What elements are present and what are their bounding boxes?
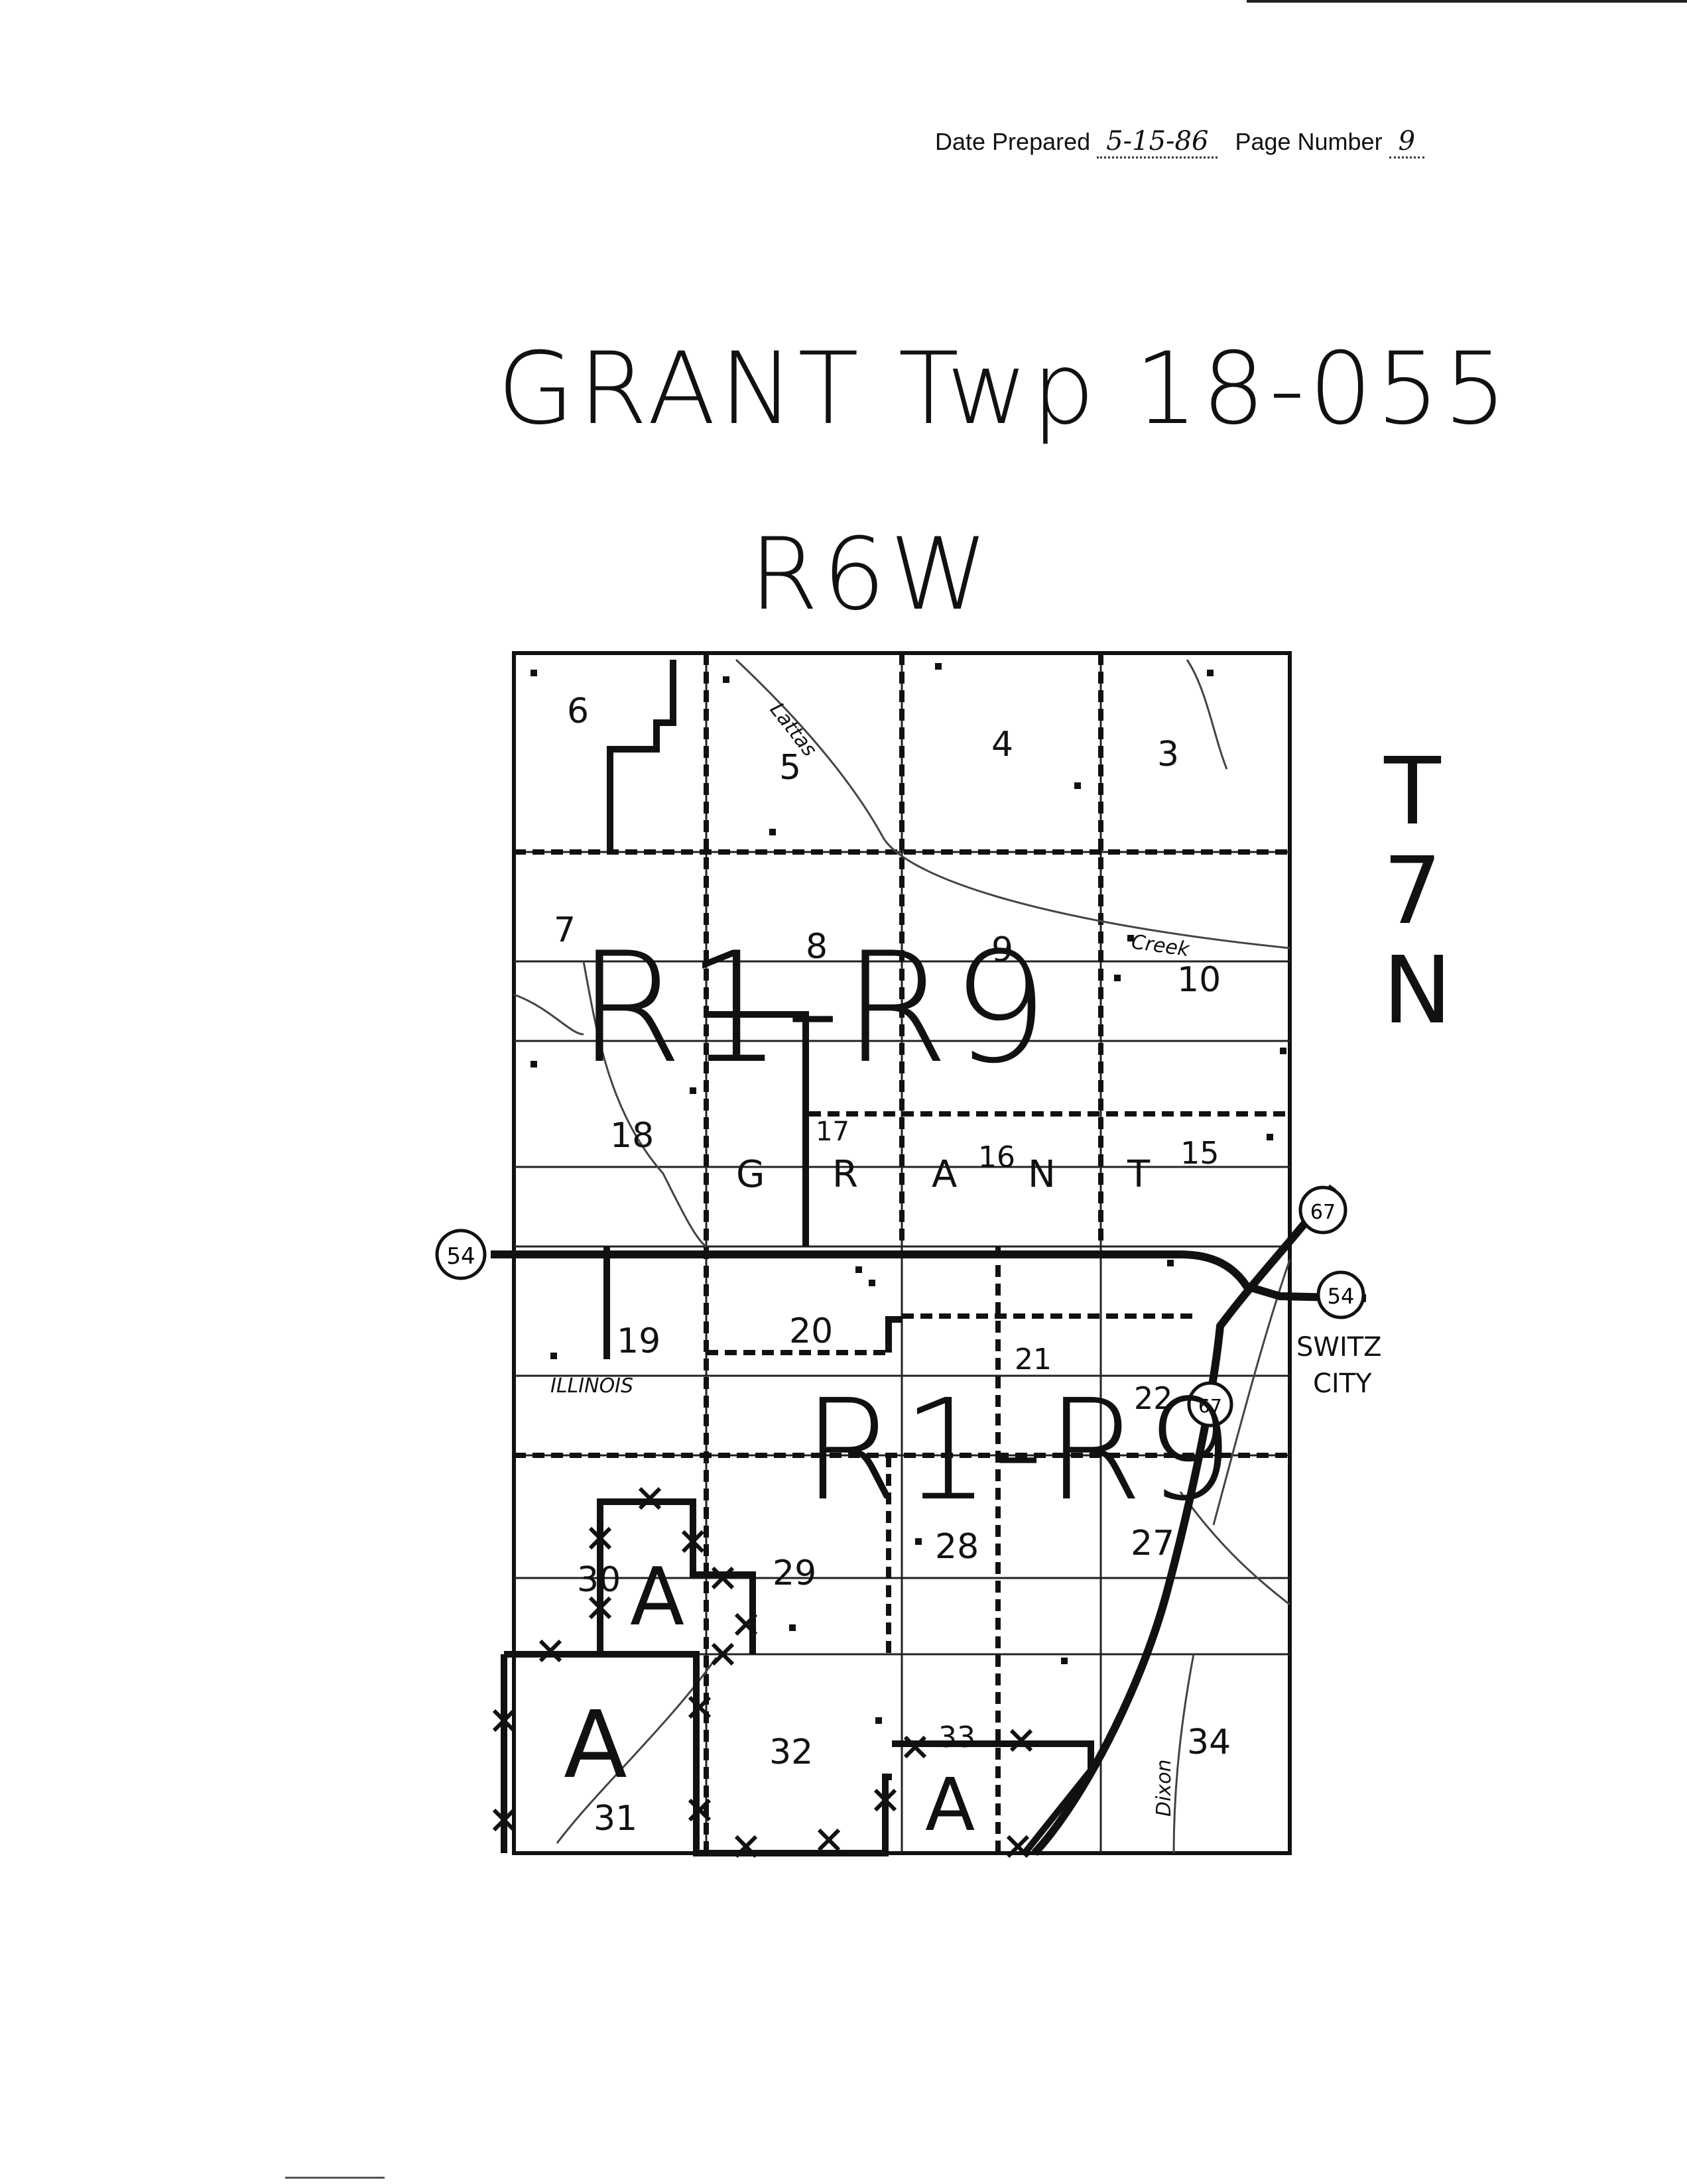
- section-29: 29: [773, 1553, 816, 1593]
- section-numbers: 6 5 4 3 7 8 9 10 18 17 16 15 19 20 21 22…: [554, 692, 1231, 1839]
- section-17: 17: [816, 1117, 849, 1147]
- township-title: GRANT Twp 18-055: [497, 332, 1511, 447]
- section-6: 6: [567, 692, 589, 731]
- township-letter-t: T: [1384, 738, 1441, 846]
- header-line: Date Prepared 5-15-86 Page Number 9: [935, 126, 1425, 158]
- town-label-line2: CITY: [1313, 1368, 1372, 1399]
- zone-boundaries: [603, 660, 902, 1359]
- section-21: 21: [1015, 1343, 1052, 1376]
- township-label: T 7 N: [1383, 738, 1452, 1045]
- section-33: 33: [938, 1721, 975, 1754]
- ag-zone-label-33: A: [925, 1762, 975, 1847]
- date-label: Date Prepared: [935, 128, 1091, 155]
- creek-lower-label: Dixon: [1153, 1759, 1176, 1817]
- creeks: [513, 658, 1291, 1854]
- section-27: 27: [1131, 1524, 1174, 1563]
- section-30: 30: [577, 1560, 621, 1600]
- grant-letter-a: A: [932, 1153, 957, 1196]
- section-9: 9: [991, 930, 1013, 970]
- page-value: 9: [1389, 126, 1425, 158]
- range-label: R6W: [749, 517, 992, 633]
- agricultural-zones: [501, 1498, 1094, 1856]
- section-18: 18: [610, 1116, 654, 1156]
- date-value: 5-15-86: [1097, 126, 1218, 158]
- section-34: 34: [1187, 1723, 1231, 1762]
- route-67-south-shield: 67: [1198, 1395, 1222, 1417]
- section-16: 16: [978, 1140, 1015, 1174]
- section-32: 32: [769, 1732, 813, 1772]
- section-10: 10: [1177, 960, 1221, 1000]
- section-5: 5: [779, 748, 801, 788]
- zone-label-north: R1-R9: [577, 920, 1051, 1097]
- bottom-edge-mark: [285, 2177, 385, 2179]
- route-67-north-shield: 67: [1310, 1201, 1336, 1224]
- township-number: 7: [1383, 837, 1442, 945]
- section-19: 19: [617, 1321, 660, 1361]
- section-28: 28: [935, 1527, 979, 1567]
- route-67: 67 67: [1031, 1184, 1347, 1856]
- building-dots: [531, 663, 1286, 1724]
- zone-label-south: R1-R9: [802, 1369, 1237, 1532]
- section-20: 20: [789, 1311, 833, 1351]
- page-label: Page Number: [1235, 128, 1383, 155]
- grant-letter-g: G: [736, 1153, 765, 1196]
- top-edge-mark: [1247, 0, 1687, 3]
- township-letter-n: N: [1383, 937, 1452, 1045]
- section-8: 8: [806, 927, 828, 967]
- section-7: 7: [554, 910, 576, 950]
- section-15: 15: [1180, 1135, 1219, 1171]
- grant-letter-n: N: [1028, 1153, 1056, 1196]
- route-54-east-shield: 54: [1328, 1284, 1355, 1309]
- route-54-west-shield: 54: [446, 1243, 475, 1270]
- grant-letter-r: R: [832, 1153, 858, 1196]
- route-54: 54 54: [435, 1229, 1367, 1319]
- grant-letter-t: T: [1127, 1153, 1151, 1196]
- x-marks: [492, 1486, 1033, 1858]
- section-4: 4: [991, 725, 1013, 764]
- town-label-line1: SWITZ: [1296, 1332, 1382, 1363]
- section-3: 3: [1157, 735, 1179, 774]
- zone-labels: R1-R9 R1-R9 A A A: [564, 920, 1237, 1847]
- ag-zone-label-31: A: [564, 1691, 627, 1799]
- river-label: ILLINOIS: [550, 1374, 633, 1398]
- section-31: 31: [594, 1799, 637, 1839]
- section-22: 22: [1134, 1380, 1173, 1416]
- ag-zone-label-30: A: [630, 1551, 684, 1644]
